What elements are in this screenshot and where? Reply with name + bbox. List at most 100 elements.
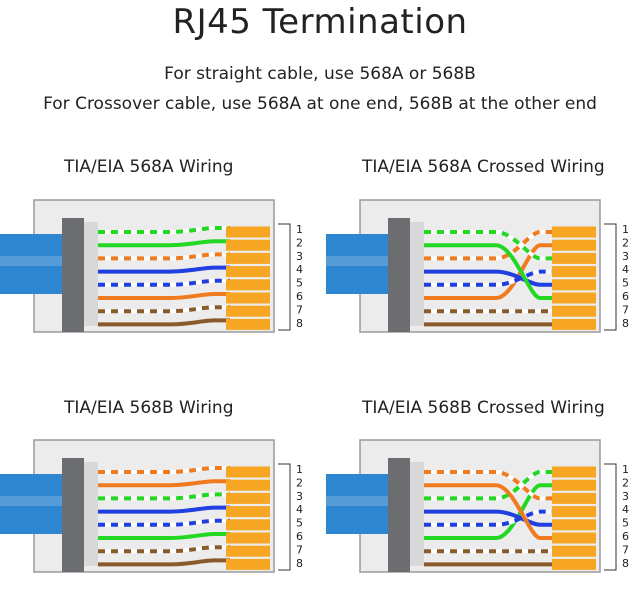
pin-number-1: 1 (296, 463, 303, 476)
contact-3 (226, 492, 270, 504)
wire-5 (424, 509, 556, 527)
cable-highlight (0, 496, 66, 506)
contact-5 (552, 519, 596, 531)
wire-8 (98, 558, 230, 567)
wire-5-stripe (98, 278, 230, 287)
clamp-shadow (410, 222, 424, 326)
strain-clamp (62, 218, 84, 332)
contact-7 (226, 545, 270, 557)
contact-1 (552, 466, 596, 478)
cable-highlight (326, 496, 392, 506)
clamp-shadow (84, 462, 98, 566)
panel-title-568b: TIA/EIA 568B Wiring (64, 398, 234, 418)
pin-number-5: 5 (622, 517, 629, 530)
wire-7-stripe (98, 545, 230, 554)
pin-number-4: 4 (296, 503, 303, 516)
contact-3 (552, 252, 596, 264)
pin-number-6: 6 (622, 530, 629, 543)
contact-8 (552, 558, 596, 570)
wire-4 (98, 265, 230, 274)
pin-number-3: 3 (622, 250, 629, 263)
pin-number-6: 6 (622, 290, 629, 303)
contact-2 (226, 239, 270, 251)
contact-2 (552, 479, 596, 491)
pin-number-7: 7 (622, 543, 629, 556)
contact-5 (552, 279, 596, 291)
pin-number-3: 3 (296, 490, 303, 503)
wire-5 (424, 269, 556, 287)
pin-number-8: 8 (622, 557, 629, 570)
contact-7 (552, 545, 596, 557)
pin-number-2: 2 (622, 236, 629, 249)
wire-3-stripe (98, 252, 230, 261)
strain-clamp (62, 458, 84, 572)
page-title: RJ45 Termination (172, 2, 468, 42)
contact-8 (226, 318, 270, 330)
contact-2 (552, 239, 596, 251)
wire-1-stripe (98, 466, 230, 474)
pin-number-6: 6 (296, 530, 303, 543)
contact-1 (552, 226, 596, 238)
contact-6 (226, 532, 270, 544)
contact-1 (226, 466, 270, 478)
contact-4 (552, 506, 596, 518)
pin-bracket (278, 223, 291, 331)
contact-1 (226, 226, 270, 238)
wire-6 (424, 483, 556, 540)
clamp-shadow (410, 462, 424, 566)
cable-highlight (0, 256, 66, 266)
contact-3 (226, 252, 270, 264)
cable-highlight (326, 256, 392, 266)
pin-bracket (604, 463, 617, 571)
cable-jacket (0, 234, 66, 294)
pin-number-7: 7 (296, 543, 303, 556)
pin-number-6: 6 (296, 290, 303, 303)
contact-6 (226, 292, 270, 304)
contact-4 (552, 266, 596, 278)
pin-number-2: 2 (296, 236, 303, 249)
panel-title-568b-crossed: TIA/EIA 568B Crossed Wiring (362, 398, 605, 418)
contact-5 (226, 279, 270, 291)
wire-6 (98, 532, 230, 540)
strain-clamp (388, 458, 410, 572)
pin-number-4: 4 (622, 503, 629, 516)
pin-number-7: 7 (622, 303, 629, 316)
cable-jacket (326, 234, 392, 294)
pin-number-4: 4 (622, 263, 629, 276)
contact-5 (226, 519, 270, 531)
wire-4-stripe (424, 509, 556, 527)
contact-7 (226, 305, 270, 317)
pin-number-2: 2 (296, 476, 303, 489)
contact-4 (226, 506, 270, 518)
contact-6 (552, 532, 596, 544)
wire-6 (424, 243, 556, 300)
wire-7-stripe (98, 305, 230, 314)
wire-3-base (424, 470, 556, 501)
cable-jacket (326, 474, 392, 534)
pin-number-5: 5 (296, 517, 303, 530)
wire-8 (98, 318, 230, 327)
pin-number-1: 1 (622, 463, 629, 476)
wire-2 (98, 239, 230, 248)
pin-number-8: 8 (296, 557, 303, 570)
pin-number-4: 4 (296, 263, 303, 276)
clamp-shadow (84, 222, 98, 326)
contact-8 (552, 318, 596, 330)
subtitle-crossover: For Crossover cable, use 568A at one end… (43, 94, 597, 114)
contact-7 (552, 305, 596, 317)
pin-number-5: 5 (296, 277, 303, 290)
contact-6 (552, 292, 596, 304)
wire-5-stripe (98, 518, 230, 527)
panel-title-568a-crossed: TIA/EIA 568A Crossed Wiring (362, 157, 605, 177)
pin-number-8: 8 (622, 317, 629, 330)
contact-2 (226, 479, 270, 491)
pin-number-5: 5 (622, 277, 629, 290)
contact-3 (552, 492, 596, 504)
subtitle-straight: For straight cable, use 568A or 568B (164, 64, 476, 84)
contact-4 (226, 266, 270, 278)
wire-6 (98, 292, 230, 300)
